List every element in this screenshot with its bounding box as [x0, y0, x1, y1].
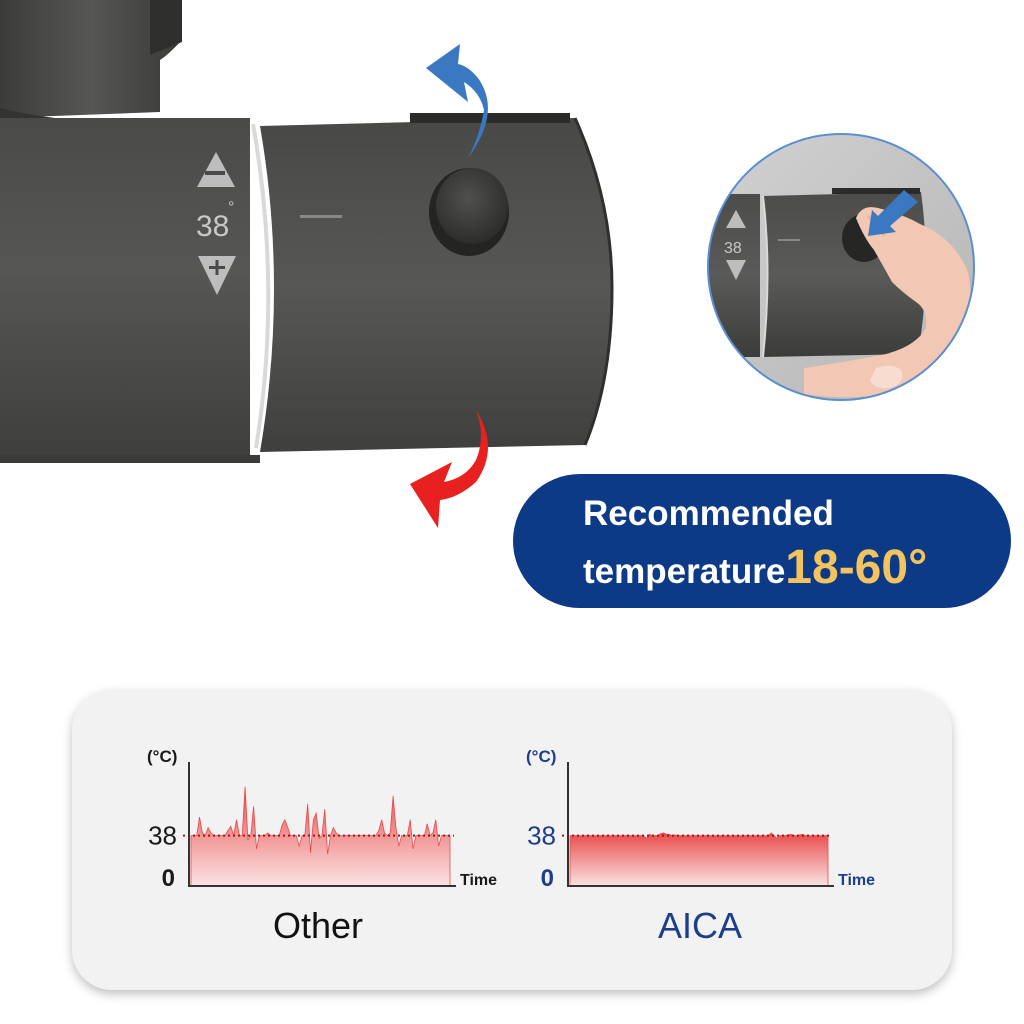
rotate-up-arrow-icon [426, 44, 488, 158]
dial-temperature: 38 [196, 210, 229, 243]
press-arrow-icon [868, 190, 918, 236]
thermostatic-valve-illustration: 38 ° [0, 0, 614, 528]
temperature-handle[interactable] [260, 113, 612, 452]
inset-triangle-up-icon [726, 210, 746, 228]
triangle-up-icon [197, 152, 235, 187]
recommended-temperature-badge: Recommended temperature18-60° [513, 474, 1011, 608]
indicator-line [300, 215, 342, 218]
inset-triangle-down-icon [726, 260, 746, 280]
y-tick-38: 38 [148, 821, 177, 851]
badge-range: 18-60° [785, 541, 928, 594]
x-axis-label: Time [838, 872, 875, 889]
chart-title: AICA [658, 905, 742, 946]
y-axis-label: (°C) [526, 747, 556, 766]
inset-dial-temperature: 38 [724, 240, 742, 257]
chart-title: Other [273, 905, 363, 946]
chrome-ring [251, 123, 271, 449]
series-area [569, 832, 829, 887]
y-axis-label: (°C) [147, 747, 177, 766]
badge-label: temperature [583, 552, 786, 591]
temperature-dial: 38 ° [196, 152, 236, 295]
badge-line-2: temperature18-60° [583, 540, 927, 595]
press-button-inset: 38 [707, 133, 975, 401]
y-tick-0: 0 [162, 865, 175, 892]
safety-lock-button[interactable] [429, 168, 509, 256]
y-tick-38: 38 [527, 821, 556, 851]
top-pipe [0, 0, 200, 124]
x-axis-label: Time [460, 872, 497, 889]
triangle-down-icon [198, 256, 236, 295]
rotate-down-arrow-icon [410, 410, 488, 528]
badge-line-1: Recommended [583, 494, 834, 533]
series-area [190, 786, 451, 887]
valve-body [0, 118, 260, 463]
y-tick-0: 0 [541, 865, 554, 892]
hand-icon [804, 207, 971, 398]
dial-degree: ° [228, 199, 234, 216]
